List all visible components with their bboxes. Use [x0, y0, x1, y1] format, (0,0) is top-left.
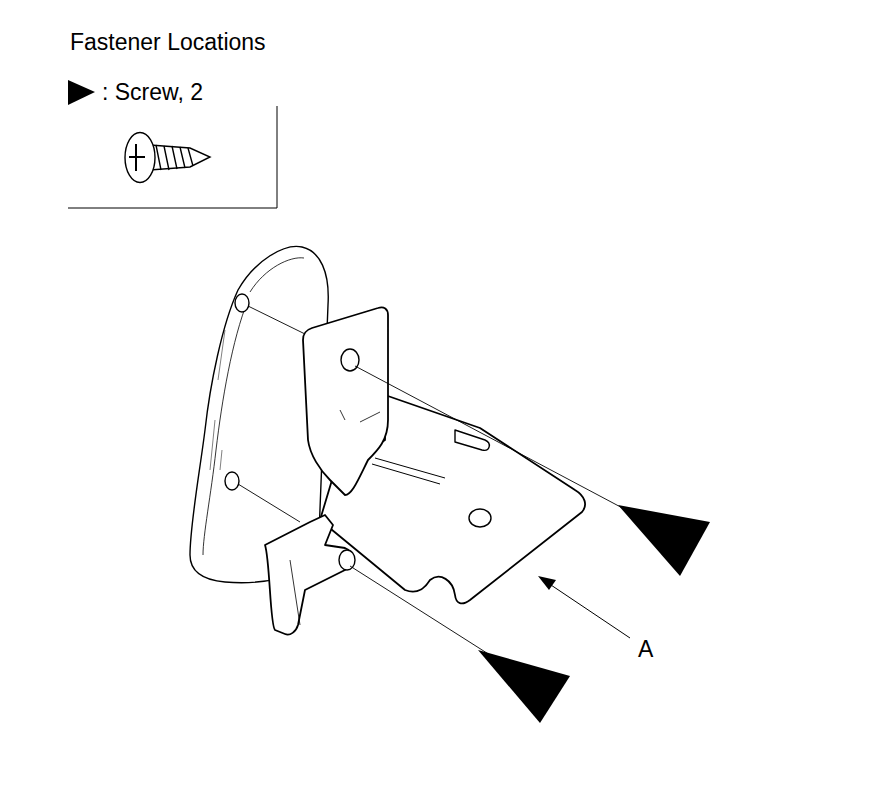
screw-leader: [350, 366, 630, 655]
legend-frame: [68, 106, 277, 208]
screw-icon: [125, 133, 210, 183]
part-leader: [538, 576, 630, 638]
part-label: A: [636, 637, 655, 662]
screw-marker: [68, 80, 95, 105]
legend-label: : Screw, 2: [102, 80, 203, 105]
screw-marker: [478, 650, 570, 723]
screw-marker: [618, 505, 710, 576]
bracket: [265, 307, 585, 634]
screw-leader: [238, 306, 305, 522]
diagram-title: Fastener Locations: [70, 30, 266, 55]
